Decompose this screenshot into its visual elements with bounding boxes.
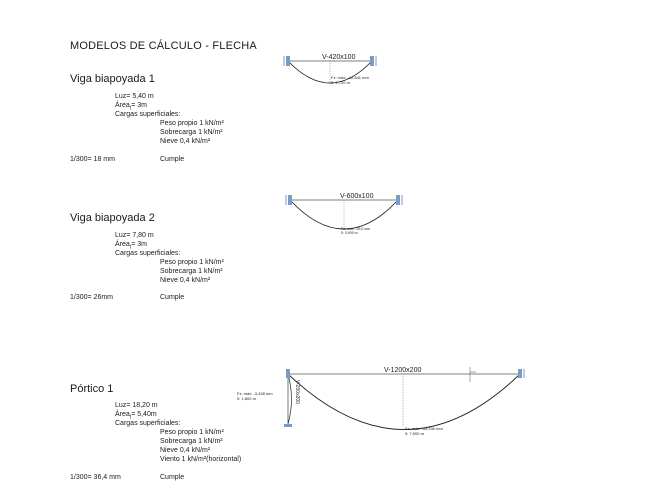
diagram-viga-1: V-420x100 Fz: máx: -12,841 mm δ: 2,720 m <box>283 54 377 85</box>
section-title-portico-1: Pórtico 1 <box>70 383 114 395</box>
diagram-viga-2: V-600x100 Fz: máx: -26,0 mm δ: 3,900 m <box>285 193 403 235</box>
area-label: Área <box>115 241 130 248</box>
area-subscript: t <box>129 244 132 251</box>
area-value: = 5,40m <box>131 411 157 418</box>
load-viento: Viento 1 kN/m²(horizontal) <box>160 456 242 463</box>
area-label: Área <box>115 411 130 418</box>
position-annotation: δ: 3,900 m <box>341 231 358 235</box>
deflection-curve <box>287 60 373 84</box>
verdict-text: Cumple <box>160 474 185 481</box>
load-sobrecarga: Sobrecarga 1 kN/m² <box>160 129 223 136</box>
support-right-icon <box>370 56 377 66</box>
load-sobrecarga: Sobrecarga 1 kN/m² <box>160 268 223 275</box>
deflection-curve <box>287 373 521 430</box>
limit-text: 1/300= 36,4 mm <box>70 474 121 481</box>
beam-label: V-1200x200 <box>384 367 421 374</box>
column-position-annotation: δ: 1,800 m <box>237 396 257 401</box>
deflection-annotation: Fz: máx: -26,0 mm <box>341 227 370 231</box>
deflection-annotation: Fz: máx: -12,841 mm <box>331 75 369 80</box>
area-subscript: t <box>129 105 132 112</box>
luz-text: Luz= 18,20 m <box>115 402 158 409</box>
luz-text: Luz= 5,40 m <box>115 93 154 100</box>
section-title-viga-1: Viga biapoyada 1 <box>70 73 155 85</box>
verdict-text: Cumple <box>160 156 185 163</box>
area-value: = 3m <box>131 102 147 109</box>
diagram-portico-1: V-1200x200 V-200x200 Fz: máx: -3,438 mm … <box>237 367 525 436</box>
support-right-icon <box>396 195 403 205</box>
load-nieve: Nieve 0,4 kN/m² <box>160 447 211 454</box>
page-title: MODELOS DE CÁLCULO - FLECHA <box>70 40 257 52</box>
area-value: = 3m <box>131 241 147 248</box>
position-annotation: δ: 2,720 m <box>331 80 351 85</box>
limit-text: 1/300= 26mm <box>70 294 113 301</box>
verdict-text: Cumple <box>160 294 185 301</box>
support-left-icon <box>285 195 292 205</box>
support-right-icon <box>518 369 525 378</box>
section-title-viga-2: Viga biapoyada 2 <box>70 212 155 224</box>
cargas-label: Cargas superficiales: <box>115 250 181 257</box>
area-label: Área <box>115 102 130 109</box>
load-peso-propio: Peso propio 1 kN/m² <box>160 429 224 436</box>
load-peso-propio: Peso propio 1 kN/m² <box>160 120 224 127</box>
position-annotation: δ: 7,900 m <box>405 431 425 436</box>
cargas-label: Cargas superficiales: <box>115 420 181 427</box>
column-deflection-annotation: Fz: máx: -3,438 mm <box>237 391 273 396</box>
area-text: Áreat= 3m <box>115 101 147 113</box>
area-text: Áreat= 3m <box>115 240 147 252</box>
limit-text: 1/300= 18 mm <box>70 156 115 163</box>
support-base-icon <box>284 424 292 427</box>
beam-label: V-600x100 <box>340 193 374 200</box>
cargas-label: Cargas superficiales: <box>115 111 181 118</box>
load-peso-propio: Peso propio 1 kN/m² <box>160 259 224 266</box>
area-text: Áreat= 5,40m <box>115 410 157 422</box>
support-left-icon <box>283 56 290 66</box>
load-nieve: Nieve 0,4 kN/m² <box>160 138 211 145</box>
column-deflection-curve <box>287 373 292 425</box>
load-sobrecarga: Sobrecarga 1 kN/m² <box>160 438 223 445</box>
beam-label: V-420x100 <box>322 54 356 61</box>
deflection-annotation: Fz: máx: -35,530 mm <box>405 426 443 431</box>
luz-text: Luz= 7,80 m <box>115 232 154 239</box>
column-label: V-200x200 <box>294 380 300 404</box>
area-subscript: t <box>129 414 132 421</box>
load-nieve: Nieve 0,4 kN/m² <box>160 277 211 284</box>
support-top-left-icon <box>286 369 290 378</box>
